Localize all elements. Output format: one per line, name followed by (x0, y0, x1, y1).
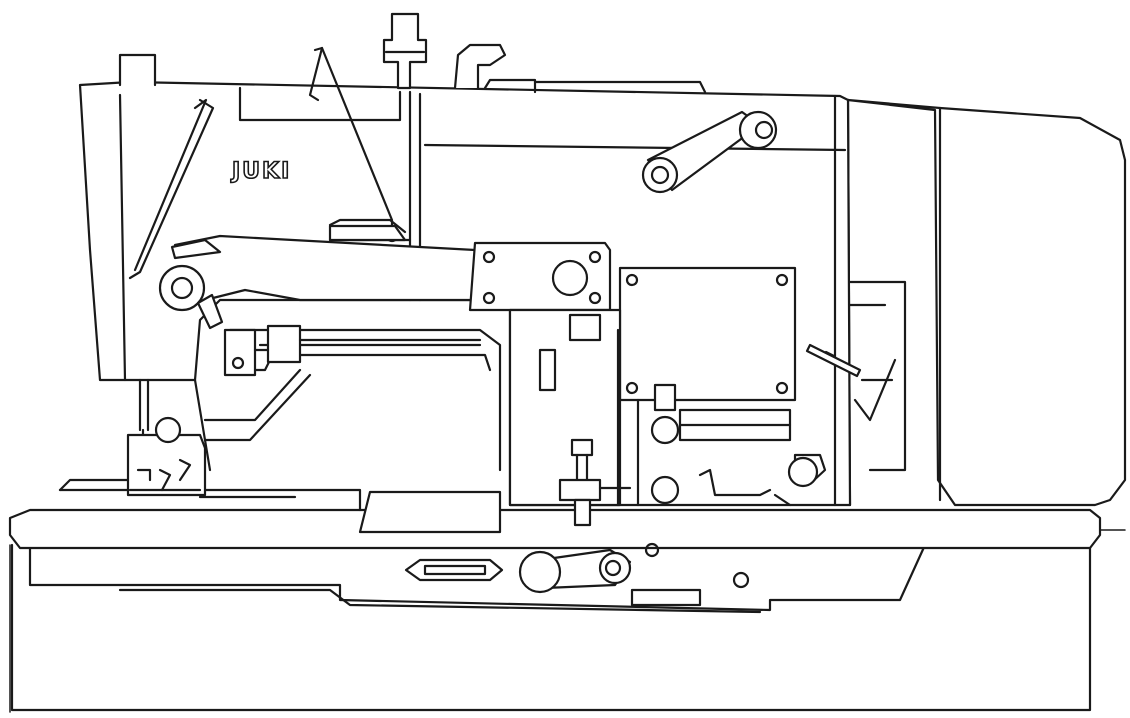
needle-assembly (126, 378, 207, 497)
tension-mechanism (636, 383, 827, 507)
right-cover (846, 98, 1127, 507)
lever-upper (641, 110, 778, 194)
front-arm (158, 234, 482, 330)
brand-label: JUKI (230, 159, 291, 184)
base-slot-handle (404, 558, 504, 582)
thread-tab (805, 343, 862, 378)
cover-plate-upper (468, 241, 612, 312)
cover-plate-lower (618, 266, 797, 402)
lever-lower (518, 542, 750, 607)
thread-wires (128, 46, 407, 280)
edge-lines (9, 529, 1126, 713)
adjust-screw (558, 438, 632, 527)
table-plate (8, 478, 1102, 550)
lower-arm-pipes (193, 324, 502, 472)
mechanism-column (508, 308, 622, 507)
top-fittings (118, 12, 707, 94)
